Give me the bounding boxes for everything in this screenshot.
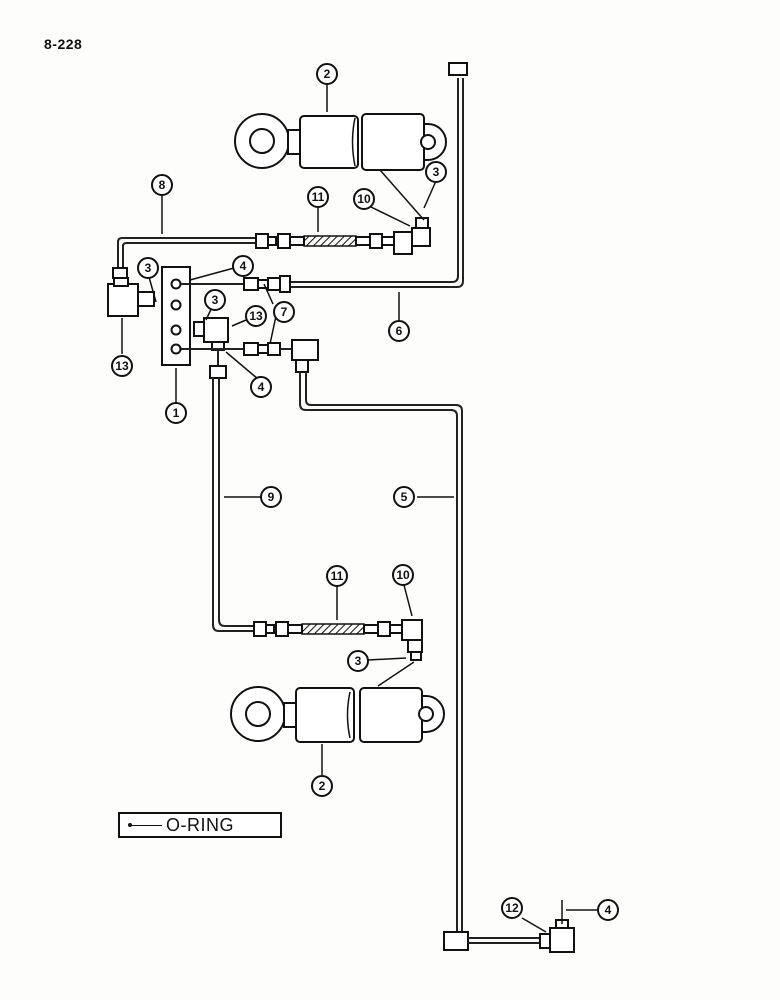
callout-2: 2 — [316, 63, 338, 85]
pipe-9 — [209, 365, 254, 632]
callout-1: 1 — [165, 402, 187, 424]
callout-3: 3 — [204, 289, 226, 311]
svg-text:4: 4 — [605, 903, 612, 917]
o-ring-legend: O-RING — [118, 812, 282, 838]
svg-text:2: 2 — [319, 779, 326, 793]
top-hose-assembly — [255, 169, 431, 255]
pipe-6 — [288, 62, 468, 288]
legend-line — [132, 824, 162, 826]
callout-4: 4 — [232, 255, 254, 277]
svg-text:3: 3 — [433, 165, 440, 179]
svg-text:12: 12 — [505, 901, 519, 915]
bottom-elbow-fitting — [539, 919, 575, 953]
bottom-cylinder — [230, 686, 445, 743]
svg-text:10: 10 — [357, 192, 371, 206]
lower-adapter-row — [181, 339, 319, 373]
leader-lines — [121, 84, 597, 933]
manifold-elbow-fitting — [193, 317, 229, 366]
svg-text:11: 11 — [312, 190, 325, 204]
callout-3: 3 — [137, 257, 159, 279]
svg-text:1: 1 — [173, 406, 180, 420]
svg-text:11: 11 — [331, 569, 344, 583]
callout-9: 9 — [260, 486, 282, 508]
upper-adapter-row — [181, 275, 291, 293]
legend-label: O-RING — [166, 814, 234, 835]
callout-13: 13 — [111, 355, 133, 377]
svg-text:7: 7 — [281, 305, 288, 319]
page-number: 8-228 — [44, 36, 83, 52]
callout-7: 7 — [273, 301, 295, 323]
callout-13: 13 — [245, 305, 267, 327]
svg-text:2: 2 — [324, 67, 331, 81]
callout-12: 12 — [501, 897, 523, 919]
callout-10: 10 — [392, 564, 414, 586]
o-ring-dot-icon — [128, 823, 132, 827]
svg-text:3: 3 — [355, 654, 362, 668]
svg-text:4: 4 — [240, 259, 247, 273]
svg-text:3: 3 — [145, 261, 152, 275]
svg-text:8: 8 — [159, 178, 166, 192]
svg-text:10: 10 — [396, 568, 410, 582]
callout-4: 4 — [597, 899, 619, 921]
top-cylinder — [234, 113, 447, 171]
svg-text:13: 13 — [249, 309, 263, 323]
callout-3: 3 — [425, 161, 447, 183]
svg-text:3: 3 — [212, 293, 219, 307]
callout-3: 3 — [347, 650, 369, 672]
svg-text:4: 4 — [258, 380, 265, 394]
pipe-5 — [299, 372, 540, 951]
callout-2: 2 — [311, 775, 333, 797]
callout-4: 4 — [250, 376, 272, 398]
callout-11: 11 — [307, 186, 329, 208]
callout-10: 10 — [353, 188, 375, 210]
manifold-block — [161, 266, 191, 366]
left-elbow-fitting — [107, 277, 155, 317]
svg-text:5: 5 — [401, 490, 408, 504]
svg-text:9: 9 — [268, 490, 275, 504]
bottom-hose-assembly — [253, 619, 423, 687]
callout-8: 8 — [151, 174, 173, 196]
svg-text:13: 13 — [115, 359, 129, 373]
callout-6: 6 — [388, 320, 410, 342]
svg-text:6: 6 — [396, 324, 403, 338]
callout-11: 11 — [326, 565, 348, 587]
callout-5: 5 — [393, 486, 415, 508]
